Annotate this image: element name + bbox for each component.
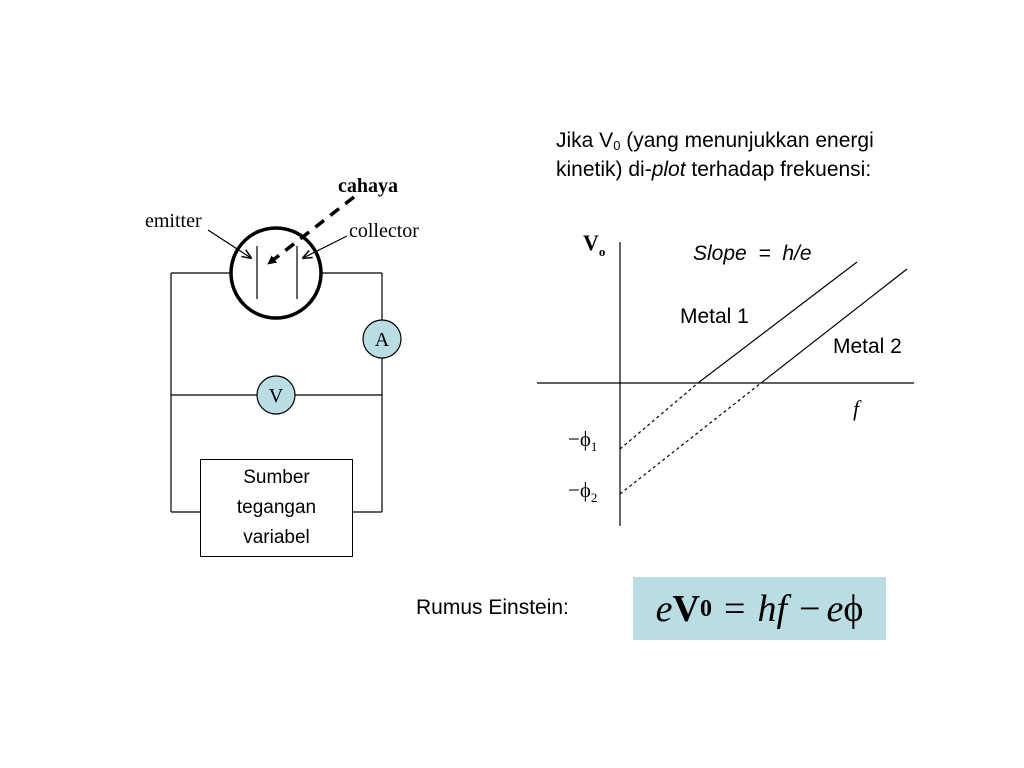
ammeter (362, 319, 402, 359)
collector-pointer-arrow (303, 235, 348, 258)
source-line-1: Sumber (243, 467, 310, 488)
light-label: cahaya (338, 175, 398, 197)
x-axis-label: f (853, 396, 862, 421)
phi-1-label: −ϕ1 (568, 427, 597, 454)
metal-1-line (697, 261, 858, 384)
source-line-2: tegangan (236, 497, 317, 518)
metal-1-label: Metal 1 (680, 305, 749, 328)
emitter-label: emitter (145, 210, 202, 232)
emitter-pointer-arrow (207, 229, 251, 258)
graph-caption: Jika V0 (yang menunjukkan energi kinetik… (556, 126, 966, 184)
y-axis-label: Vo (583, 230, 605, 259)
phi-2-label: −ϕ2 (568, 478, 597, 505)
metal-2-line (760, 268, 908, 384)
metal-2-extrapolation (619, 382, 762, 495)
photocell-tube (229, 226, 323, 320)
circuit-wires (170, 272, 383, 513)
metal-1-extrapolation (619, 382, 699, 450)
source-line-3: variabel (243, 527, 310, 548)
graph-axes (537, 242, 914, 526)
collector-label: collector (349, 220, 419, 242)
voltmeter-label: V (269, 385, 284, 407)
caption-line-2: kinetik) di-plot terhadap frekuensi: (556, 158, 872, 181)
ammeter-label: A (375, 329, 390, 351)
slope-label: Slope = h/e (693, 242, 812, 265)
caption-line-1: Jika V0 (yang menunjukkan energi (556, 129, 874, 153)
voltage-source-box: Sumber tegangan variabel (200, 459, 353, 557)
metal-2-label: Metal 2 (833, 335, 902, 358)
voltmeter (256, 375, 296, 415)
einstein-label: Rumus Einstein: (416, 596, 569, 619)
